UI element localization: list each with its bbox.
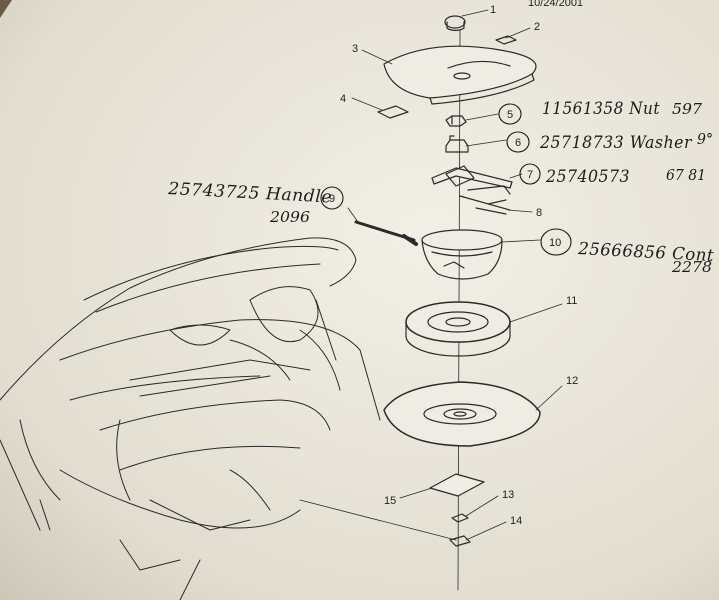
callout-11: 11 [566,295,577,307]
callout-9: 9 [329,193,335,205]
note-item5-part: 11561358 Nut [542,99,660,119]
callout-14: 14 [510,515,522,527]
callout-13: 13 [502,489,514,501]
note-item6-extra: 9° [697,130,713,148]
callout-numbers: 1 2 3 4 5 6 7 8 9 10 11 12 13 14 15 [329,4,578,527]
part-jack [431,165,513,211]
hand-circles [320,103,572,256]
part-pad [377,105,409,119]
part-container [421,229,503,280]
part-nut [445,115,467,127]
callout-8: 8 [536,207,542,219]
callout-5: 5 [507,109,513,121]
callout-10: 10 [549,237,561,249]
part-jack-base [475,207,507,215]
part-plate [429,473,485,497]
header-date: 10/24/2001 [528,0,583,9]
part-knob [444,15,466,31]
part-tab [495,35,517,45]
callout-7: 7 [527,169,533,181]
part-bolt [451,513,469,523]
callout-4: 4 [340,93,346,105]
note-item10-extra: 2278 [671,258,712,276]
note-item9-extra: 2096 [269,208,311,226]
reference-line [299,499,457,541]
part-floor-cover [383,45,537,105]
vehicle-trunk-body [0,237,381,600]
callout-15: 15 [384,495,396,507]
callout-2: 2 [534,21,540,33]
part-floor-panel [383,381,541,447]
note-item6-part: 25718733 Washer [539,133,692,153]
leader-lines [347,9,563,541]
callout-1: 1 [490,4,496,16]
callout-6: 6 [515,137,521,149]
note-item5-extra: 597 [672,100,702,118]
note-item7-extra: 67 81 [666,166,706,184]
part-handle [354,220,418,246]
callout-3: 3 [352,43,358,55]
part-clip [449,535,471,547]
note-item7-part: 25740573 [545,167,630,187]
callout-12: 12 [566,375,578,387]
